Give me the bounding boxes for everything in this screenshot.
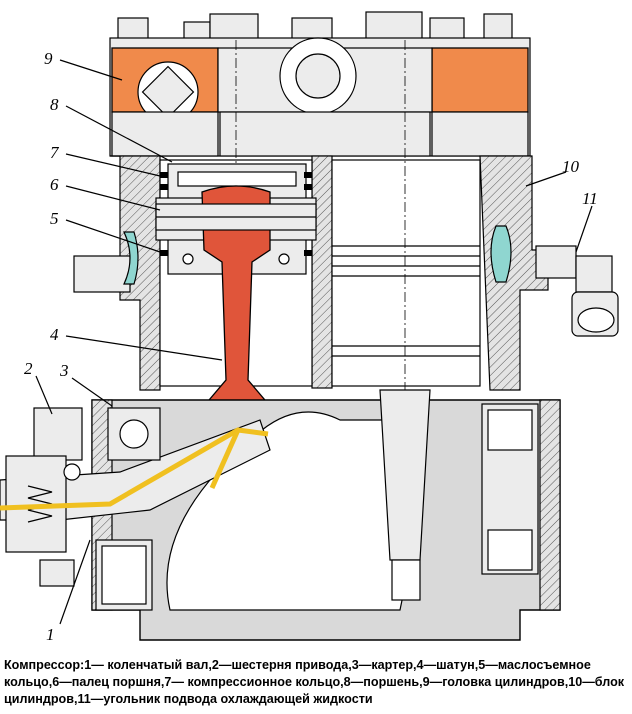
callout-2: 2 (24, 359, 33, 378)
coolant-bosses (73, 225, 512, 293)
figure-caption: Компрессор:1— коленчатый вал,2—шестерня … (4, 658, 625, 706)
oil-channel (0, 427, 269, 511)
callout-5: 5 (50, 209, 59, 228)
crankcase (91, 389, 561, 641)
compressor-cross-section-drawing: 9 8 7 6 5 4 3 2 1 10 11 (0, 11, 619, 644)
callout-9: 9 (44, 49, 53, 68)
callout-8: 8 (50, 95, 59, 114)
connecting-rod (155, 185, 317, 509)
callout-3: 3 (59, 361, 69, 380)
callout-4: 4 (50, 325, 59, 344)
callout-7: 7 (50, 143, 60, 162)
coolant-angle-fitting (535, 245, 619, 337)
cylinder-head (109, 37, 531, 157)
leader-lines (35, 59, 593, 625)
callout-10: 10 (562, 157, 580, 176)
callout-11: 11 (582, 189, 598, 208)
crankshaft (0, 407, 271, 521)
cylinder-fins (332, 245, 480, 357)
top-bolts (117, 11, 513, 41)
piston-rings (160, 172, 312, 256)
callout-1: 1 (46, 625, 55, 644)
callout-labels: 9 8 7 6 5 4 3 2 1 10 11 (24, 49, 598, 644)
callout-6: 6 (50, 175, 59, 194)
